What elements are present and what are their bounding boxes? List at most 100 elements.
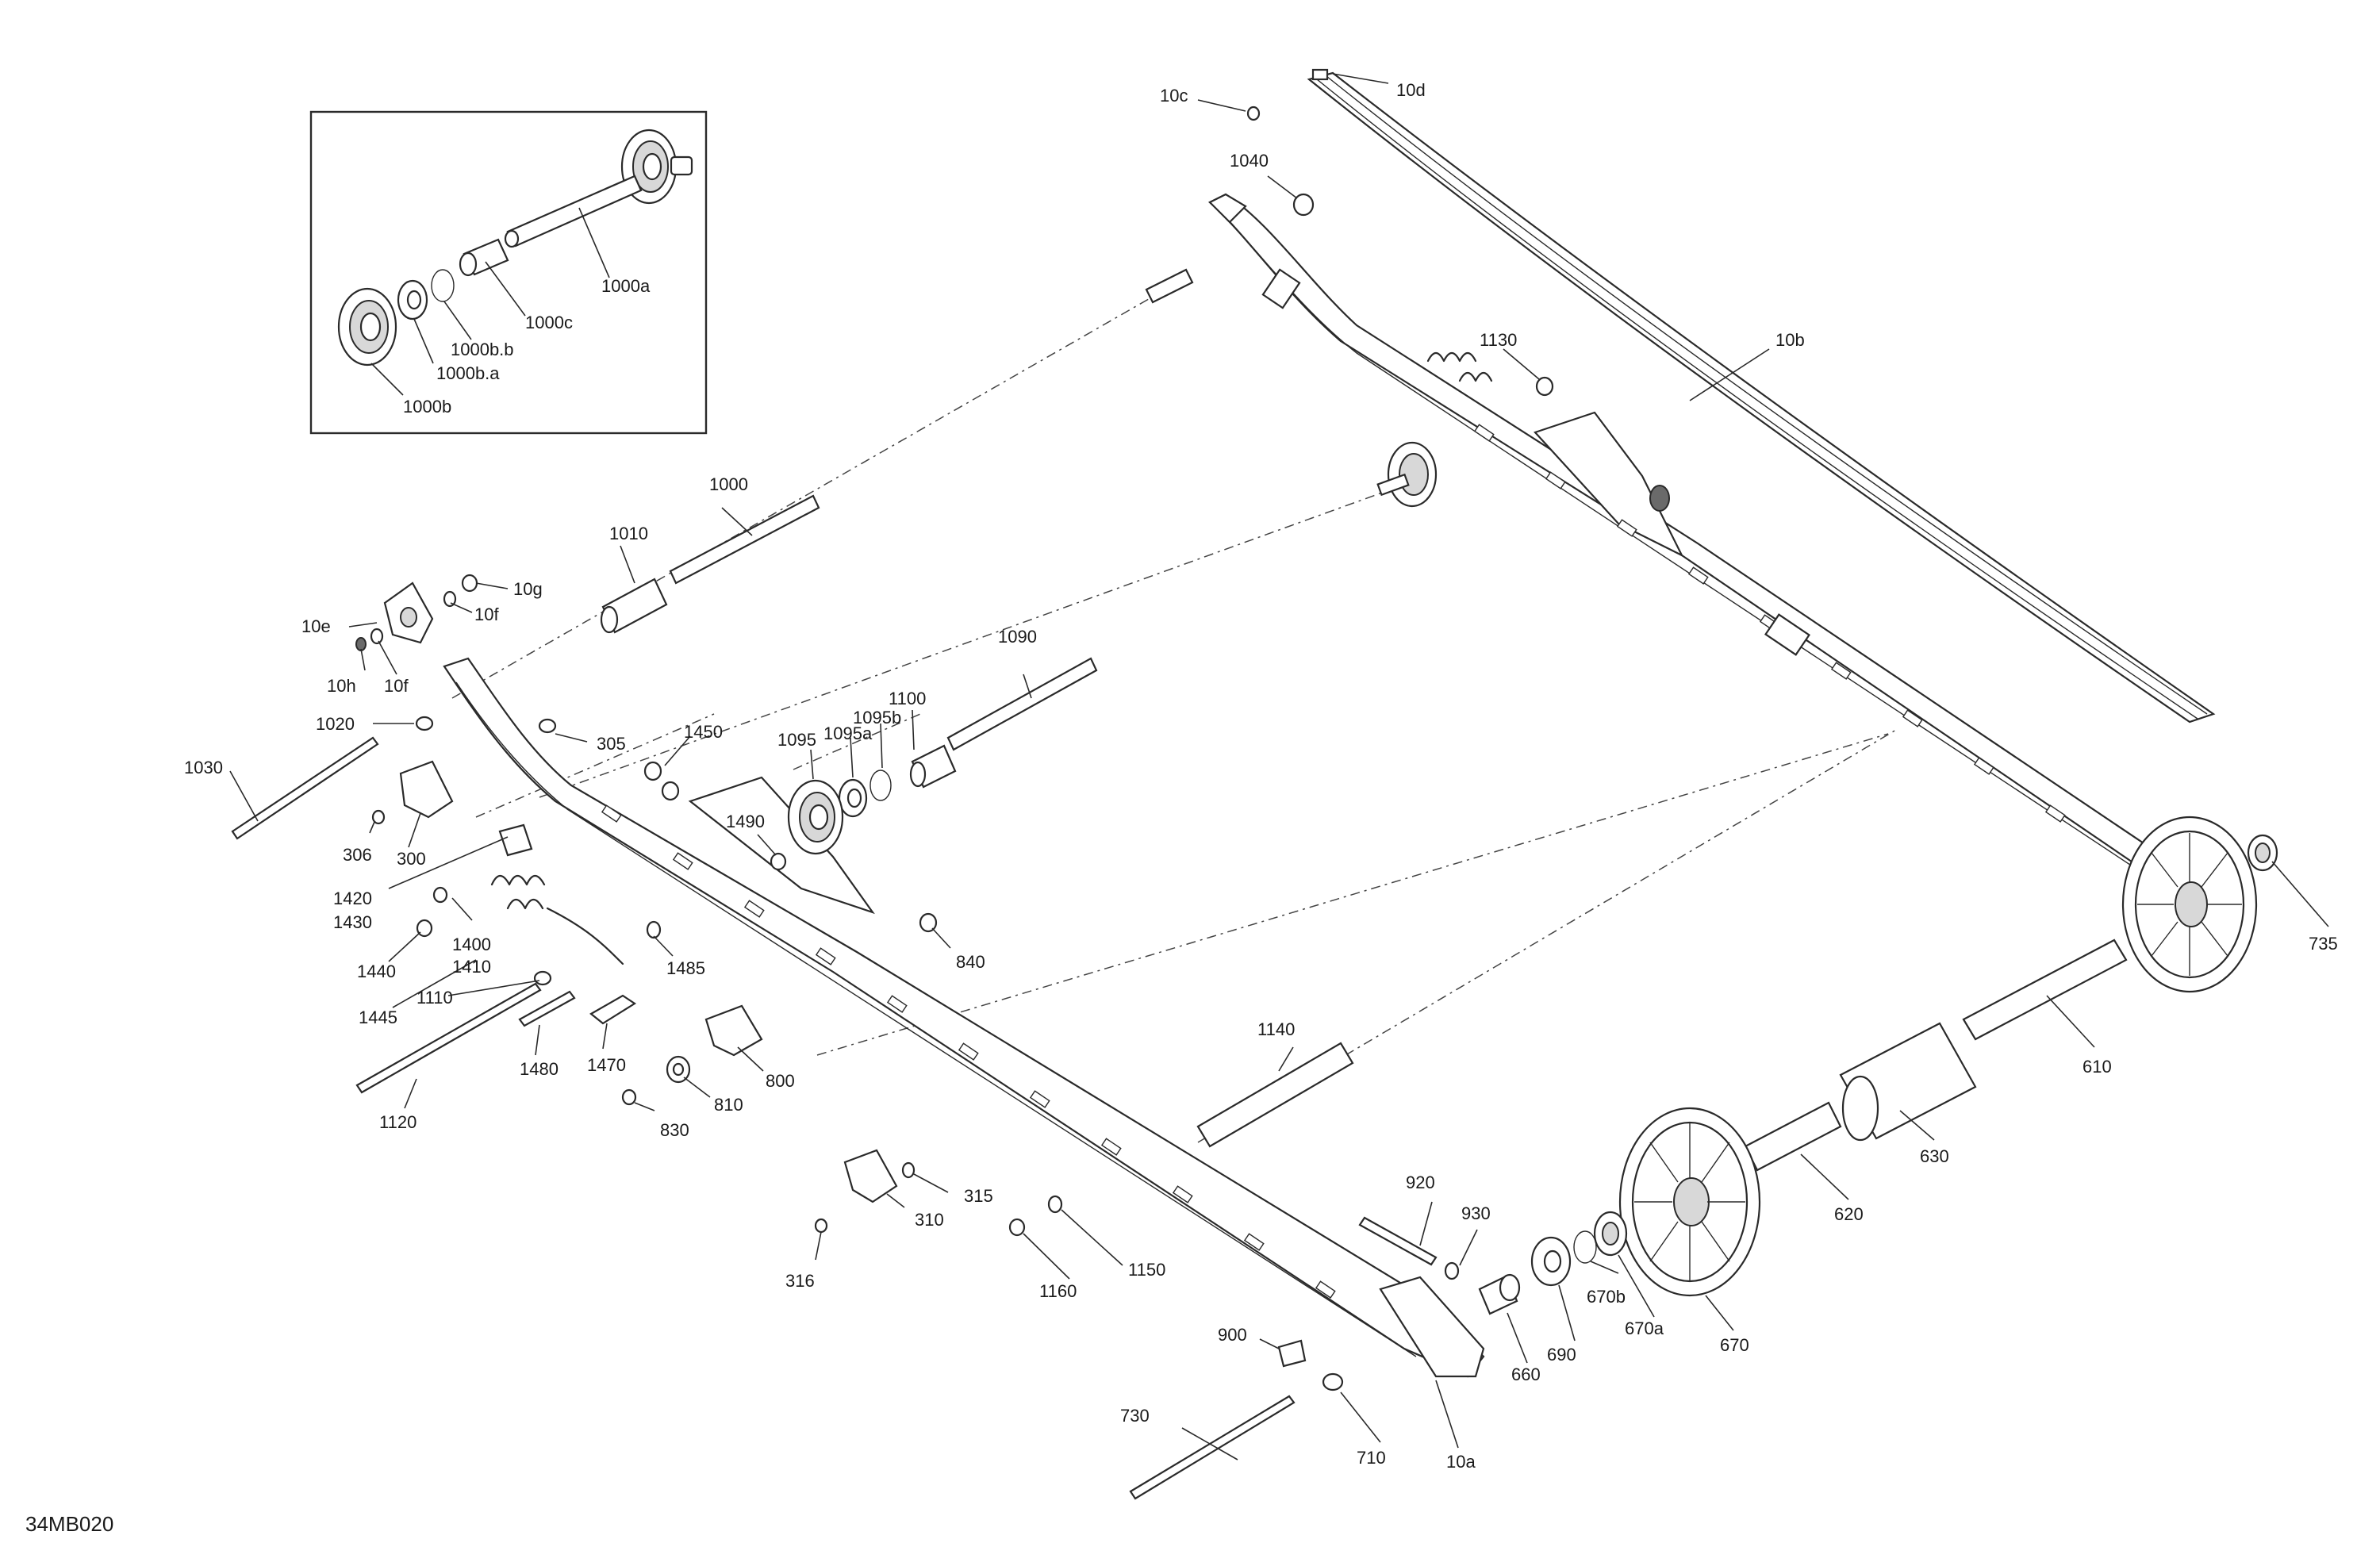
label-930: 930 <box>1461 1203 1491 1223</box>
label-670a: 670a <box>1625 1318 1664 1338</box>
label-10a: 10a <box>1446 1452 1476 1472</box>
bracket-300 <box>399 760 454 819</box>
side-frame-right <box>1208 193 2159 873</box>
label-1100: 1100 <box>889 689 926 708</box>
label-1095b: 1095b <box>853 708 901 727</box>
label-670: 670 <box>1720 1335 1749 1355</box>
bracket-310 <box>843 1149 898 1203</box>
spring-1400 <box>490 823 624 965</box>
label-10f-upper: 10f <box>474 605 499 624</box>
label-1130: 1130 <box>1480 330 1517 350</box>
wheel-670 <box>1618 1107 1761 1297</box>
washer-710 <box>1322 1372 1344 1391</box>
label-1140: 1140 <box>1257 1019 1295 1039</box>
rear-wheel-right <box>2121 816 2258 993</box>
tube-610 <box>1962 938 2128 1041</box>
label-10c: 10c <box>1160 86 1188 106</box>
sleeve-1100 <box>909 744 957 789</box>
label-1450: 1450 <box>684 722 723 742</box>
bolt-1120 <box>355 982 542 1094</box>
label-1010: 1010 <box>609 524 648 543</box>
bolt-10g <box>461 574 478 593</box>
label-1000b: 1000b <box>403 397 451 416</box>
label-10b: 10b <box>1775 330 1805 350</box>
label-1400: 1400 <box>452 935 491 954</box>
bushing-810 <box>666 1055 691 1084</box>
label-690: 690 <box>1547 1345 1576 1365</box>
label-610: 610 <box>2082 1057 2112 1077</box>
washer-1020 <box>415 716 434 731</box>
label-1090: 1090 <box>998 627 1037 647</box>
label-735: 735 <box>2309 934 2338 954</box>
sleeve-1010 <box>600 578 668 634</box>
frame-left-slots <box>601 804 1336 1299</box>
bolt-1420 <box>432 886 448 904</box>
shaft-1090 <box>946 657 1098 751</box>
label-810: 810 <box>714 1095 743 1115</box>
label-670b: 670b <box>1587 1287 1626 1307</box>
label-1420: 1420 <box>333 889 372 908</box>
spacer-1095a <box>838 778 868 818</box>
label-316: 316 <box>785 1271 815 1291</box>
label-1095a: 1095a <box>823 724 873 743</box>
label-920: 920 <box>1406 1173 1435 1192</box>
spacer-660 <box>1478 1273 1521 1315</box>
washer-315 <box>901 1161 916 1179</box>
detail-inset-1000-assembly <box>309 110 708 435</box>
part-labels: 10c 10d 1040 10b 1130 1000a 1000c 1000b.… <box>184 80 2338 1472</box>
label-1120: 1120 <box>379 1112 416 1132</box>
label-840: 840 <box>956 952 985 972</box>
nut-10h <box>355 637 367 651</box>
label-300: 300 <box>397 849 426 869</box>
label-1000a: 1000a <box>601 276 651 296</box>
washer-305 <box>538 718 557 734</box>
label-310: 310 <box>915 1210 944 1230</box>
label-1000c: 1000c <box>525 313 573 332</box>
label-1490: 1490 <box>726 812 765 831</box>
label-315: 315 <box>964 1186 993 1206</box>
label-660: 660 <box>1511 1365 1541 1384</box>
side-frame-left <box>443 657 1485 1378</box>
label-10f-lower: 10f <box>384 676 409 696</box>
label-1110: 1110 <box>416 988 453 1008</box>
cap-735 <box>2247 834 2278 872</box>
washer-1445 <box>533 970 552 986</box>
label-630: 630 <box>1920 1146 1949 1166</box>
nut-840 <box>919 912 938 933</box>
tube-1140 <box>1196 1042 1354 1148</box>
nut-930 <box>1444 1261 1460 1280</box>
label-830: 830 <box>660 1120 689 1140</box>
label-1470: 1470 <box>587 1055 626 1075</box>
nut-1130 <box>1535 376 1554 397</box>
ring-1095b <box>869 770 892 801</box>
label-710: 710 <box>1357 1448 1386 1468</box>
label-1410: 1410 <box>452 957 491 977</box>
label-1095: 1095 <box>777 730 816 750</box>
label-10e: 10e <box>301 616 331 636</box>
label-1030: 1030 <box>184 758 223 777</box>
label-800: 800 <box>766 1071 795 1091</box>
clip-900 <box>1277 1339 1307 1368</box>
shaft-1000 <box>669 494 820 585</box>
label-1150: 1150 <box>1128 1260 1165 1280</box>
bracket-800 <box>704 1004 763 1057</box>
label-10h: 10h <box>327 676 356 696</box>
bearing-1095 <box>787 779 844 855</box>
diagram-code: 34MB020 <box>25 1512 113 1536</box>
label-1485: 1485 <box>666 958 705 978</box>
washer-690 <box>1530 1236 1572 1287</box>
sleeve-630 <box>1839 1022 1977 1142</box>
label-900: 900 <box>1218 1325 1247 1345</box>
label-1430: 1430 <box>333 912 372 932</box>
screw-306 <box>371 809 386 825</box>
leader-lines <box>229 73 2329 1460</box>
label-1440: 1440 <box>357 961 396 981</box>
washer-10f-upper <box>443 590 457 608</box>
label-306: 306 <box>343 845 372 865</box>
label-1480: 1480 <box>520 1059 559 1079</box>
bearing-670a <box>1593 1211 1628 1257</box>
label-1020: 1020 <box>316 714 355 734</box>
clamp-10e <box>383 582 434 644</box>
label-1000ba: 1000b.a <box>436 363 500 383</box>
nut-1490 <box>770 852 787 871</box>
